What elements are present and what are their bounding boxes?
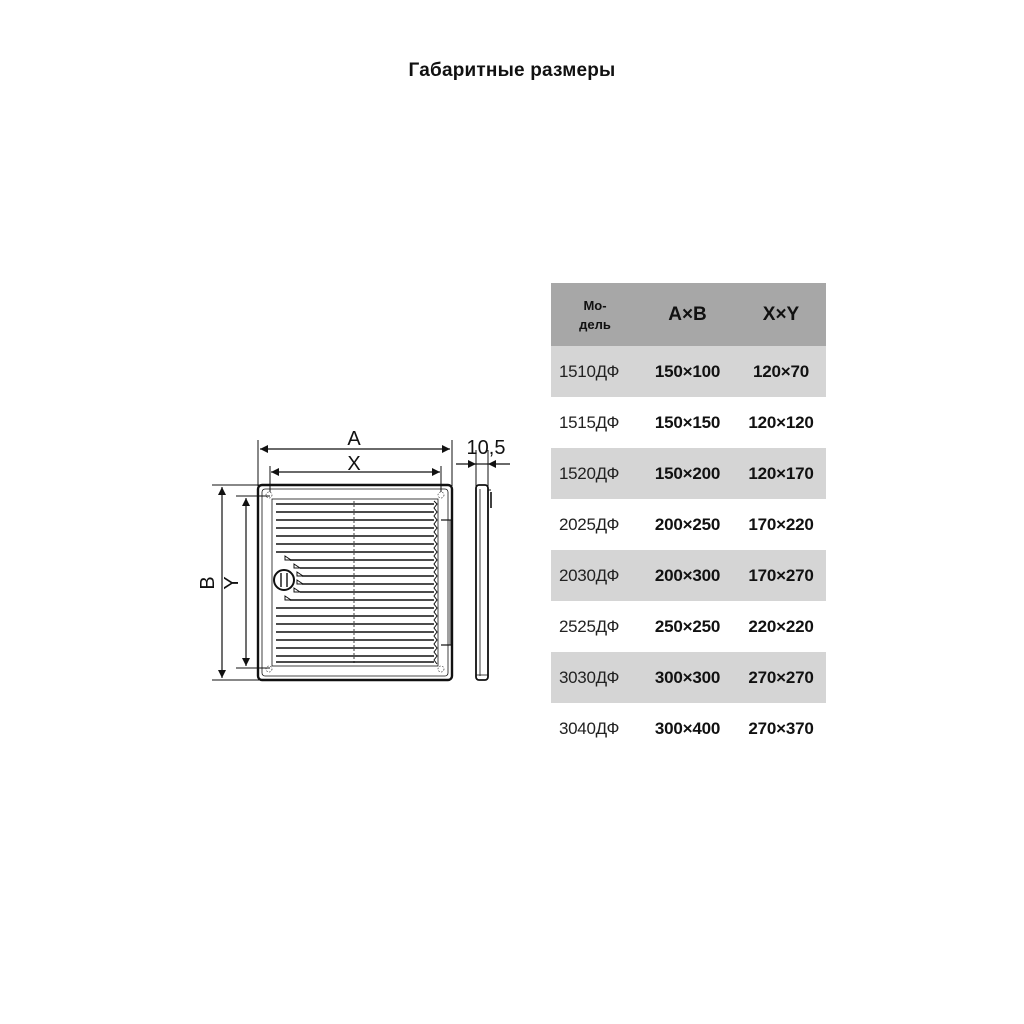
table-row: 3040ДФ 300×400 270×370	[551, 703, 826, 754]
dimension-lines	[218, 445, 510, 678]
table-row: 3030ДФ 300×300 270×270	[551, 652, 826, 703]
table-row: 2025ДФ 200×250 170×220	[551, 499, 826, 550]
grille-side-view	[475, 484, 492, 681]
cell-xy: 120×120	[748, 412, 814, 432]
cell-xy: 270×270	[748, 667, 814, 687]
cell-ab: 150×200	[654, 463, 721, 483]
cell-xy: 170×220	[748, 514, 814, 534]
cell-xy: 220×220	[748, 616, 814, 636]
table-row: 2030ДФ 200×300 170×270	[551, 550, 826, 601]
label-depth: 10,5	[467, 437, 506, 459]
grille-hinge-marks	[441, 519, 452, 646]
cell-model: 2025ДФ	[559, 514, 620, 534]
cell-ab: 300×300	[654, 667, 721, 687]
cell-model: 1520ДФ	[559, 463, 620, 483]
cell-model: 1515ДФ	[559, 412, 620, 432]
grille-slat-teeth	[284, 555, 305, 601]
cell-model: 2030ДФ	[559, 565, 620, 585]
cell-xy: 120×170	[748, 463, 814, 483]
label-x: X	[347, 453, 360, 475]
cell-ab: 250×250	[654, 616, 721, 636]
page-title: Габаритные размеры	[408, 60, 616, 81]
header-xy: X×Y	[762, 303, 800, 325]
cell-ab: 150×100	[654, 361, 721, 381]
table-header-row: Мо- дель A×B X×Y	[551, 283, 826, 346]
cell-ab: 300×400	[654, 718, 721, 738]
grille-front-view	[256, 483, 454, 682]
cell-ab: 200×250	[654, 514, 721, 534]
header-ab: A×B	[668, 303, 707, 325]
cell-ab: 200×300	[654, 565, 721, 585]
label-y: Y	[221, 576, 243, 589]
cell-ab: 150×150	[654, 412, 721, 432]
cell-xy: 270×370	[748, 718, 814, 738]
label-a: A	[347, 428, 361, 450]
header-model: Мо- дель	[579, 297, 611, 332]
cell-model: 1510ДФ	[559, 361, 620, 381]
table-row: 1510ДФ 150×100 120×70	[551, 346, 826, 397]
cell-model: 2525ДФ	[559, 616, 620, 636]
table-row: 1520ДФ 150×200 120×170	[551, 448, 826, 499]
grille-slats	[276, 503, 434, 663]
table-row: 2525ДФ 250×250 220×220	[551, 601, 826, 652]
model-dimensions-table: Мо- дель A×B X×Y 1510ДФ 150×100 120×70 1…	[551, 283, 826, 754]
cell-model: 3040ДФ	[559, 718, 620, 738]
grille-dimension-drawing: A X B Y 10,5	[200, 428, 510, 682]
cell-xy: 120×70	[752, 361, 809, 381]
extension-lines	[212, 440, 489, 681]
cell-model: 3030ДФ	[559, 667, 620, 687]
cell-xy: 170×270	[748, 565, 814, 585]
table-row: 1515ДФ 150×150 120×120	[551, 397, 826, 448]
adjustment-knob-icon	[273, 569, 295, 591]
grille-slat-tips	[433, 500, 438, 665]
label-b: B	[200, 576, 219, 589]
